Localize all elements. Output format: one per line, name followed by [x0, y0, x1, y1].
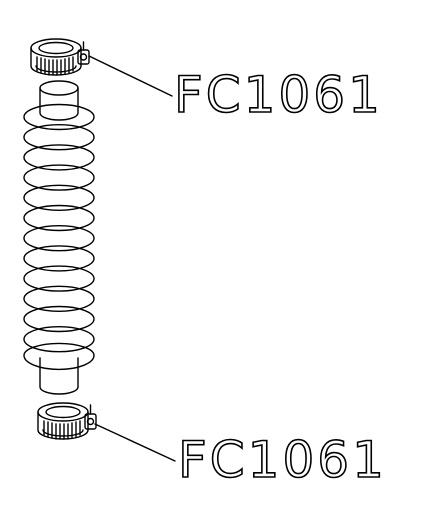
bellows-folds — [23, 103, 95, 371]
bottom-leader-line — [94, 423, 176, 462]
bellows-fold — [23, 285, 95, 312]
bellows-fold — [23, 124, 95, 151]
bottom-clamp-slots — [43, 420, 81, 440]
bellows-fold — [23, 265, 95, 292]
bellows-fold-final — [23, 342, 95, 371]
top-leader-line — [88, 55, 173, 97]
top-part-number-label: FC1061 — [174, 66, 383, 124]
bellows-fold — [23, 204, 95, 232]
bellows-fold — [23, 184, 95, 211]
bellows-fold — [23, 245, 95, 272]
bottom-part-number-label: FC1061 — [178, 431, 387, 489]
bellows-fold — [23, 326, 95, 353]
bellows-fold — [23, 164, 95, 191]
bellows-boot — [23, 80, 95, 395]
bellows-fold — [23, 305, 95, 333]
top-hose-clamp — [30, 38, 90, 76]
bellows-fold — [23, 103, 95, 131]
bellows-fold — [23, 225, 95, 252]
bottom-hose-clamp — [37, 402, 97, 440]
top-clamp-slots — [36, 56, 74, 76]
bellows-fold — [23, 144, 95, 171]
